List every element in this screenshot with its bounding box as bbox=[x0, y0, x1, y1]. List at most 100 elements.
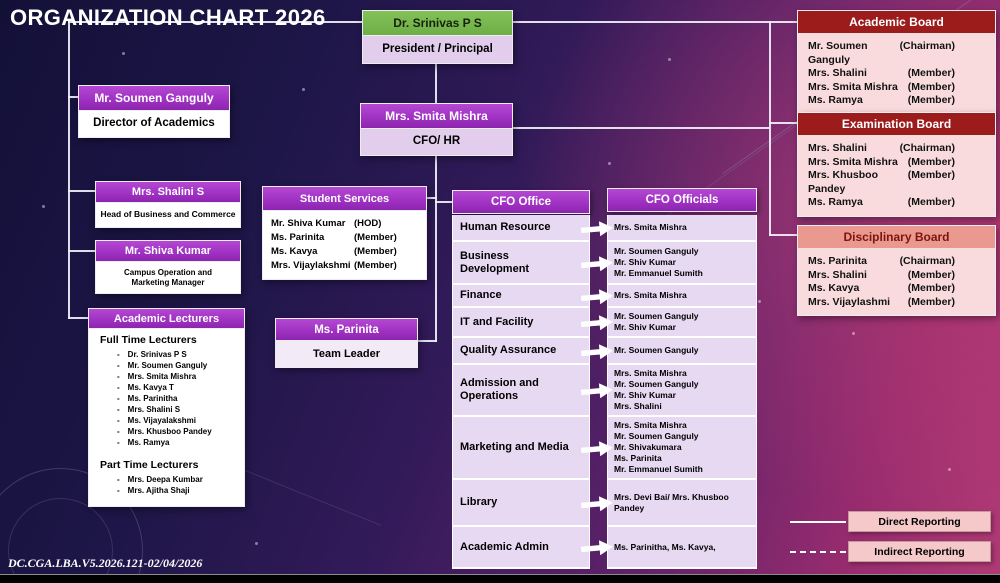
lecturer-name-text: Mrs. Khusboo Pandey bbox=[127, 427, 212, 436]
campus-ops-name: Mr. Shiva Kumar bbox=[96, 241, 240, 262]
star-dot bbox=[758, 300, 761, 303]
member-name: Ms. Parinita bbox=[271, 232, 325, 243]
cfo-office-row: Academic Admin Ms. Parinitha, Ms. Kavya, bbox=[452, 527, 757, 569]
board-member-row: Mrs. Smita Mishra (Member) bbox=[798, 81, 995, 95]
star-dot bbox=[852, 332, 855, 335]
document-code: DC.CGA.LBA.V5.2026.121-02/04/2026 bbox=[8, 556, 203, 570]
member-role: (Member) bbox=[354, 246, 397, 257]
examination-board-members: Mrs. Shalini (Chairman) Mrs. Smita Mishr… bbox=[798, 136, 995, 216]
board-member-role: (Chairman) bbox=[899, 40, 955, 52]
board-member-name: Mrs. Shalini bbox=[808, 67, 867, 79]
star-dot bbox=[608, 162, 611, 165]
connector-line bbox=[769, 21, 797, 23]
part-time-list: Mrs. Deepa Kumbar Mrs. Ajitha Shaji bbox=[93, 474, 240, 496]
board-member-row: Ms. Ramya (Member) bbox=[798, 196, 995, 210]
lecturer-name: Ms. Vijayalakshmi bbox=[93, 415, 240, 426]
arrow-cell bbox=[590, 242, 607, 285]
board-member-name: Mrs. Smita Mishra bbox=[808, 155, 898, 168]
officials-names: Mrs. Smita Mishra bbox=[607, 285, 757, 308]
direct-reporting-label: Direct Reporting bbox=[848, 511, 991, 532]
cfo-office-row: Finance Mrs. Smita Mishra bbox=[452, 285, 757, 308]
board-member-role: (Member) bbox=[907, 282, 955, 294]
panel-student-services: Student Services Mr. Shiva Kumar (HOD) M… bbox=[262, 186, 427, 280]
lecturer-name-text: Mrs. Deepa Kumbar bbox=[127, 475, 203, 484]
lecturer-name: Mrs. Smita Mishra bbox=[93, 371, 240, 382]
connector-line bbox=[68, 21, 362, 23]
board-member-row: Mrs. Shalini (Chairman) bbox=[798, 142, 995, 156]
lecturer-name: Ms. Kavya T bbox=[93, 382, 240, 393]
board-member-row: Mrs. Khusboo Pandey (Member) bbox=[798, 169, 995, 196]
lecturer-name: Ms. Parinitha bbox=[93, 393, 240, 404]
department-label: Library bbox=[452, 480, 590, 527]
board-member-role: (Member) bbox=[907, 196, 955, 208]
member-role: (Member) bbox=[354, 260, 397, 271]
board-member-role: (Member) bbox=[907, 94, 955, 106]
officials-names: Ms. Parinitha, Ms. Kavya, bbox=[607, 527, 757, 569]
indirect-reporting-label: Indirect Reporting bbox=[848, 541, 991, 562]
connector-line bbox=[68, 250, 95, 252]
department-label: Business Development bbox=[452, 242, 590, 285]
panel-academic-lecturers: Academic Lecturers Full Time Lecturers D… bbox=[88, 308, 245, 507]
member-name: Mrs. Vijaylakshmi bbox=[271, 260, 351, 271]
arrow-cell bbox=[590, 285, 607, 308]
lecturer-name: Mr. Soumen Ganguly bbox=[93, 360, 240, 371]
connector-line bbox=[427, 197, 437, 199]
lecturer-name: Mrs. Shalini S bbox=[93, 404, 240, 415]
member-role: (HOD) bbox=[354, 218, 382, 229]
node-director-of-academics: Mr. Soumen Ganguly Director of Academics bbox=[78, 85, 230, 138]
member-row: Ms. Kavya (Member) bbox=[271, 245, 418, 259]
connector-line bbox=[435, 63, 437, 103]
connector-line bbox=[435, 154, 437, 342]
board-member-role: (Chairman) bbox=[899, 142, 955, 154]
panel-academic-board: Academic Board Mr. Soumen Ganguly (Chair… bbox=[797, 10, 996, 115]
board-member-role: (Member) bbox=[907, 268, 955, 281]
cfo-name: Mrs. Smita Mishra bbox=[361, 104, 512, 129]
board-member-role: (Member) bbox=[907, 295, 955, 308]
board-member-name: Mrs. Smita Mishra bbox=[808, 80, 898, 93]
academic-lecturers-body: Full Time Lecturers Dr. Srinivas P S Mr.… bbox=[89, 329, 244, 506]
head-of-business-name: Mrs. Shalini S bbox=[96, 182, 240, 203]
president-name: Dr. Srinivas P S bbox=[363, 11, 512, 36]
arrow-cell bbox=[590, 338, 607, 365]
department-label: Admission and Operations bbox=[452, 365, 590, 417]
cfo-office-header: CFO Office bbox=[452, 190, 590, 214]
direct-reporting-line bbox=[790, 521, 846, 523]
star-dot bbox=[948, 468, 951, 471]
officials-names: Mr. Soumen Ganguly Mr. Shiv Kumar bbox=[607, 308, 757, 338]
part-time-heading: Part Time Lecturers bbox=[100, 459, 199, 471]
cfo-office-row: IT and Facility Mr. Soumen Ganguly Mr. S… bbox=[452, 308, 757, 338]
department-label: Finance bbox=[452, 285, 590, 308]
lecturer-name-text: Dr. Srinivas P S bbox=[127, 350, 187, 359]
officials-names: Mrs. Devi Bai/ Mrs. Khusboo Pandey bbox=[607, 480, 757, 527]
academic-board-title: Academic Board bbox=[798, 11, 995, 34]
director-role: Director of Academics bbox=[79, 111, 229, 137]
member-name: Ms. Kavya bbox=[271, 246, 318, 257]
team-leader-role: Team Leader bbox=[276, 341, 417, 367]
cfo-office-row: Quality Assurance Mr. Soumen Ganguly bbox=[452, 338, 757, 365]
board-member-name: Ms. Ramya bbox=[808, 196, 863, 208]
board-member-row: Ms. Ramya (Member) bbox=[798, 94, 995, 108]
cfo-office-rows: Human Resource Mrs. Smita Mishra Busines… bbox=[452, 215, 757, 569]
board-member-row: Mrs. Vijaylashmi (Member) bbox=[798, 296, 995, 310]
disciplinary-board-members: Ms. Parinita (Chairman) Mrs. Shalini (Me… bbox=[798, 249, 995, 315]
star-dot bbox=[42, 205, 45, 208]
board-member-row: Mrs. Shalini (Member) bbox=[798, 67, 995, 81]
board-member-name: Mrs. Shalini bbox=[808, 142, 867, 154]
connector-line bbox=[513, 21, 770, 23]
lecturer-name-text: Mrs. Ajitha Shaji bbox=[127, 486, 190, 495]
star-dot bbox=[302, 88, 305, 91]
arrow-cell bbox=[590, 417, 607, 480]
board-member-role: (Member) bbox=[907, 80, 955, 93]
examination-board-title: Examination Board bbox=[798, 113, 995, 136]
board-member-name: Ms. Parinita bbox=[808, 255, 867, 267]
bottom-bar bbox=[0, 574, 1000, 583]
lecturer-name-text: Ms. Parinitha bbox=[127, 394, 178, 403]
full-time-list: Dr. Srinivas P S Mr. Soumen Ganguly Mrs.… bbox=[93, 349, 240, 448]
disciplinary-board-title: Disciplinary Board bbox=[798, 226, 995, 249]
lecturer-name-text: Mr. Soumen Ganguly bbox=[127, 361, 208, 370]
department-label: Marketing and Media bbox=[452, 417, 590, 480]
arrow-cell bbox=[590, 527, 607, 569]
officials-names: Mr. Soumen Ganguly Mr. Shiv Kumar Mr. Em… bbox=[607, 242, 757, 285]
cfo-office-row: Marketing and Media Mrs. Smita Mishra Mr… bbox=[452, 417, 757, 480]
